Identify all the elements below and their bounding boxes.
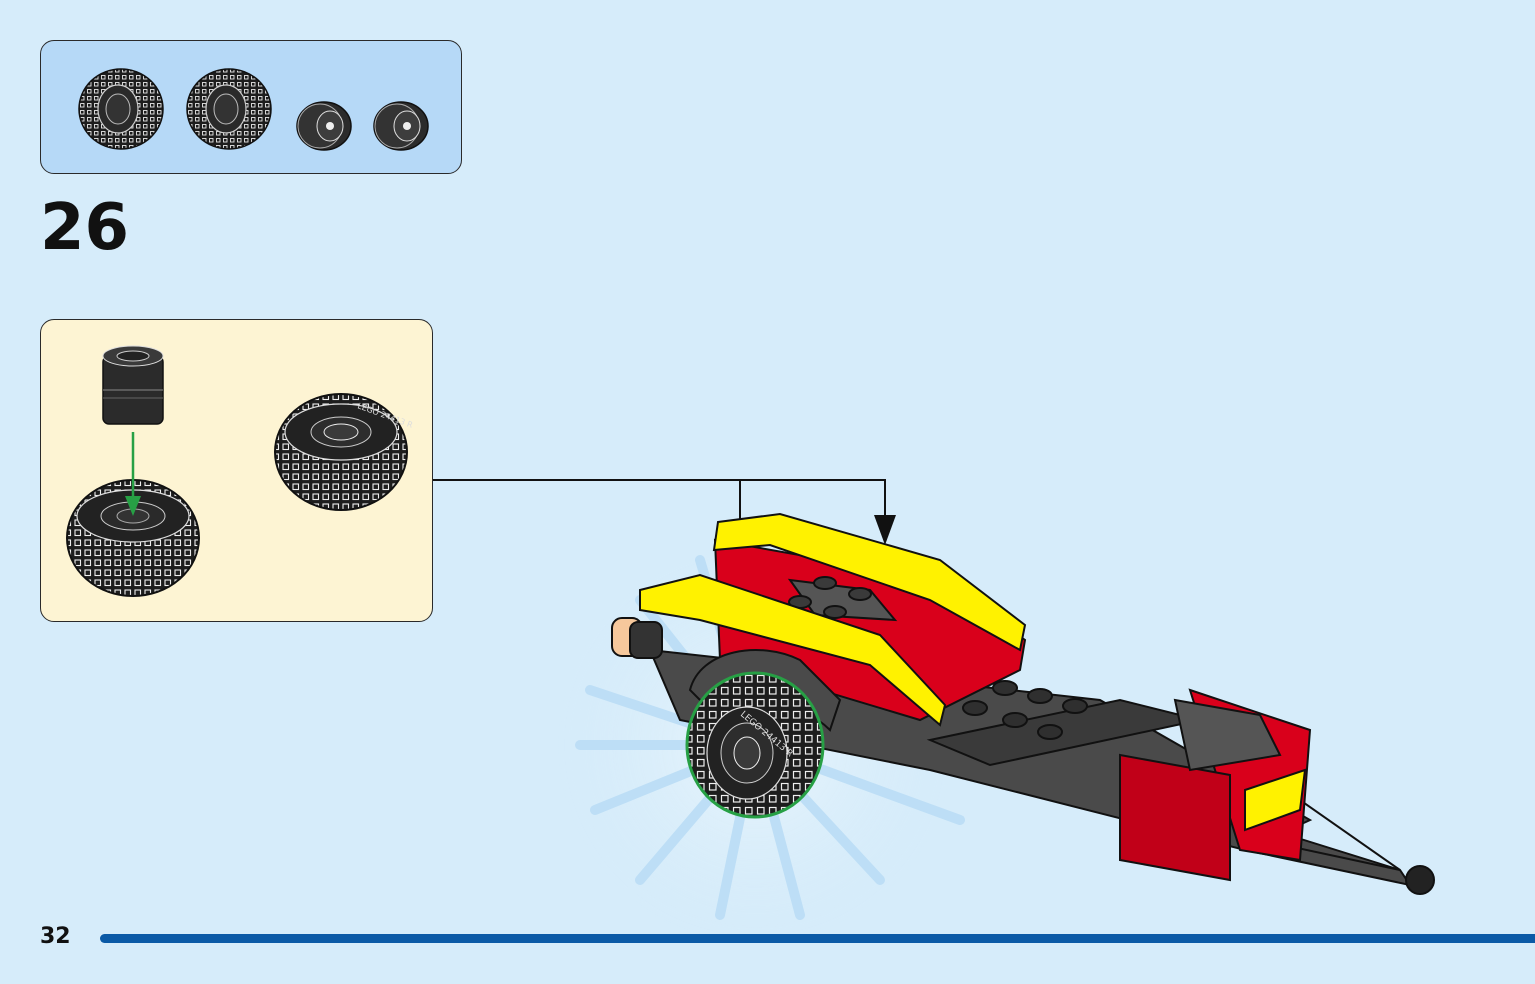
wheel-rim-icon (296, 101, 352, 151)
tire-icon (186, 68, 272, 150)
wheel-rim-icon (373, 101, 429, 151)
parts-list-box (40, 40, 462, 174)
tire-icon: LEGO 24413 R (685, 671, 825, 819)
trailer-chassis (611, 617, 1435, 895)
trailer-rail-yellow (639, 512, 1027, 727)
arrow-down-icon (874, 515, 896, 545)
tire-icon (78, 68, 164, 150)
wheel-assembly-icon: LEGO 24413 R (274, 393, 414, 511)
step-number: 26 (40, 191, 130, 265)
insert-arrow-icon (125, 432, 141, 516)
wheel-rim-icon (102, 345, 164, 425)
footer-bar (100, 934, 1535, 943)
page-number: 32 (40, 924, 71, 949)
sub-assembly-callout: LEGO 24413 R (40, 319, 433, 622)
